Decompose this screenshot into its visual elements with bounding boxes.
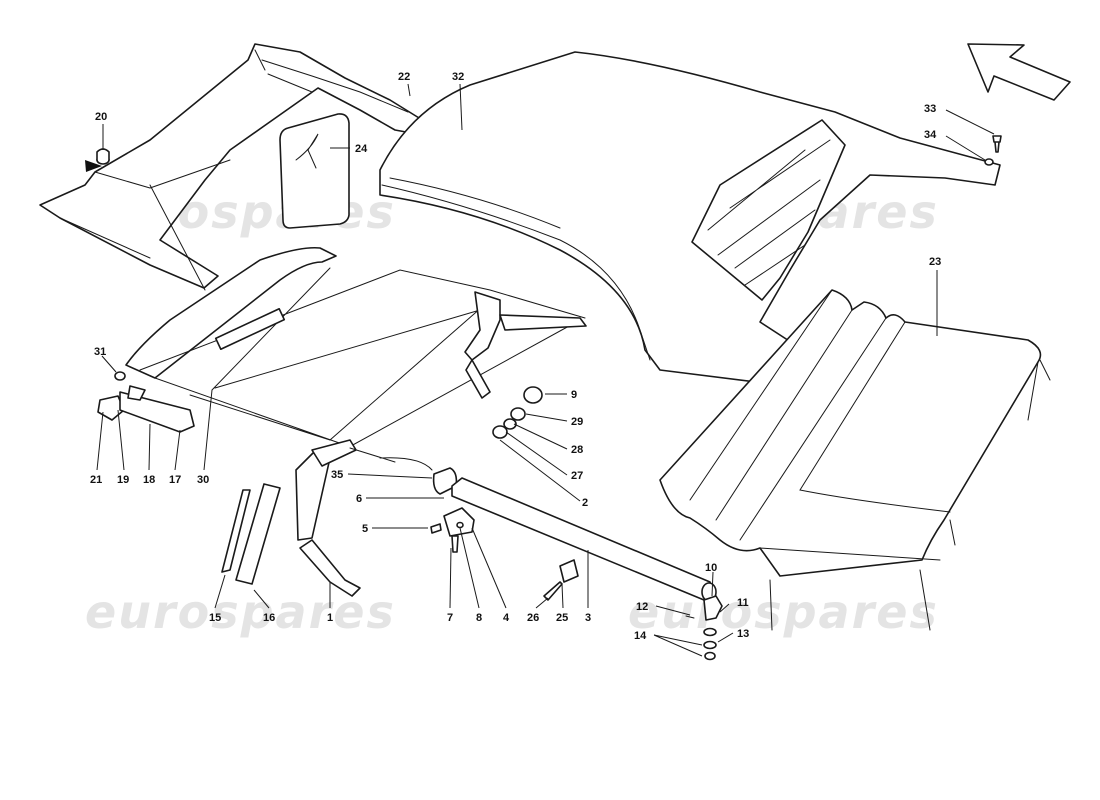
- interior-trim-part-24: [279, 113, 350, 229]
- bolt-and-cap-parts-25-26: [543, 559, 579, 601]
- callout-31: 31: [94, 346, 106, 358]
- callout-14: 14: [634, 630, 647, 642]
- callout-6: 6: [356, 493, 362, 505]
- callout-35: 35: [331, 469, 343, 481]
- callout-26: 26: [527, 612, 539, 624]
- bracket-part-4: [430, 507, 475, 553]
- callout-7: 7: [447, 612, 453, 624]
- soft-top-part-23: [659, 289, 1051, 631]
- callout-30: 30: [197, 474, 209, 486]
- callout-22: 22: [398, 71, 410, 83]
- callout-27: 27: [571, 470, 583, 482]
- leader-lines: [96, 83, 995, 657]
- rear-panel-part-22: [39, 43, 433, 291]
- callout-25: 25: [556, 612, 568, 624]
- callout-labels: 22 32 20 24 33 34 23 9 29 28 27 2 31 35 …: [90, 71, 941, 642]
- callout-18: 18: [143, 474, 155, 486]
- callout-19: 19: [117, 474, 129, 486]
- callout-34: 34: [924, 129, 937, 141]
- callout-4: 4: [503, 612, 510, 624]
- callout-17: 17: [169, 474, 181, 486]
- top-frame-assembly-part-1: [125, 246, 587, 597]
- front-direction-arrow: [967, 43, 1071, 101]
- callout-9: 9: [571, 389, 577, 401]
- fixing-parts-10-14: [685, 595, 723, 661]
- latch-parts-17-21: [97, 371, 195, 433]
- watermark-bottom-right: eurospares: [628, 585, 939, 639]
- hardtop-part-32: [379, 51, 1001, 386]
- callout-15: 15: [209, 612, 221, 624]
- callout-3: 3: [585, 612, 591, 624]
- watermark-bottom-left: eurospares: [85, 585, 396, 639]
- callout-11: 11: [737, 597, 749, 609]
- callout-13: 13: [737, 628, 749, 640]
- callout-12: 12: [636, 601, 648, 613]
- callout-5: 5: [362, 523, 368, 535]
- callout-28: 28: [571, 444, 583, 456]
- callout-33: 33: [924, 103, 936, 115]
- callout-2: 2: [582, 497, 588, 509]
- seal-strips-parts-15-16: [221, 483, 281, 585]
- callout-10: 10: [705, 562, 717, 574]
- callout-8: 8: [476, 612, 482, 624]
- screw-part-33: [984, 135, 1002, 166]
- callout-21: 21: [90, 474, 102, 486]
- bushing-stack-parts-27-29: [492, 386, 543, 439]
- callout-16: 16: [263, 612, 275, 624]
- callout-32: 32: [452, 71, 464, 83]
- callout-20: 20: [95, 111, 107, 123]
- fastener-part-20: [85, 148, 110, 172]
- callout-29: 29: [571, 416, 583, 428]
- callout-1: 1: [327, 612, 333, 624]
- callout-24: 24: [355, 143, 368, 155]
- callout-23: 23: [929, 256, 941, 268]
